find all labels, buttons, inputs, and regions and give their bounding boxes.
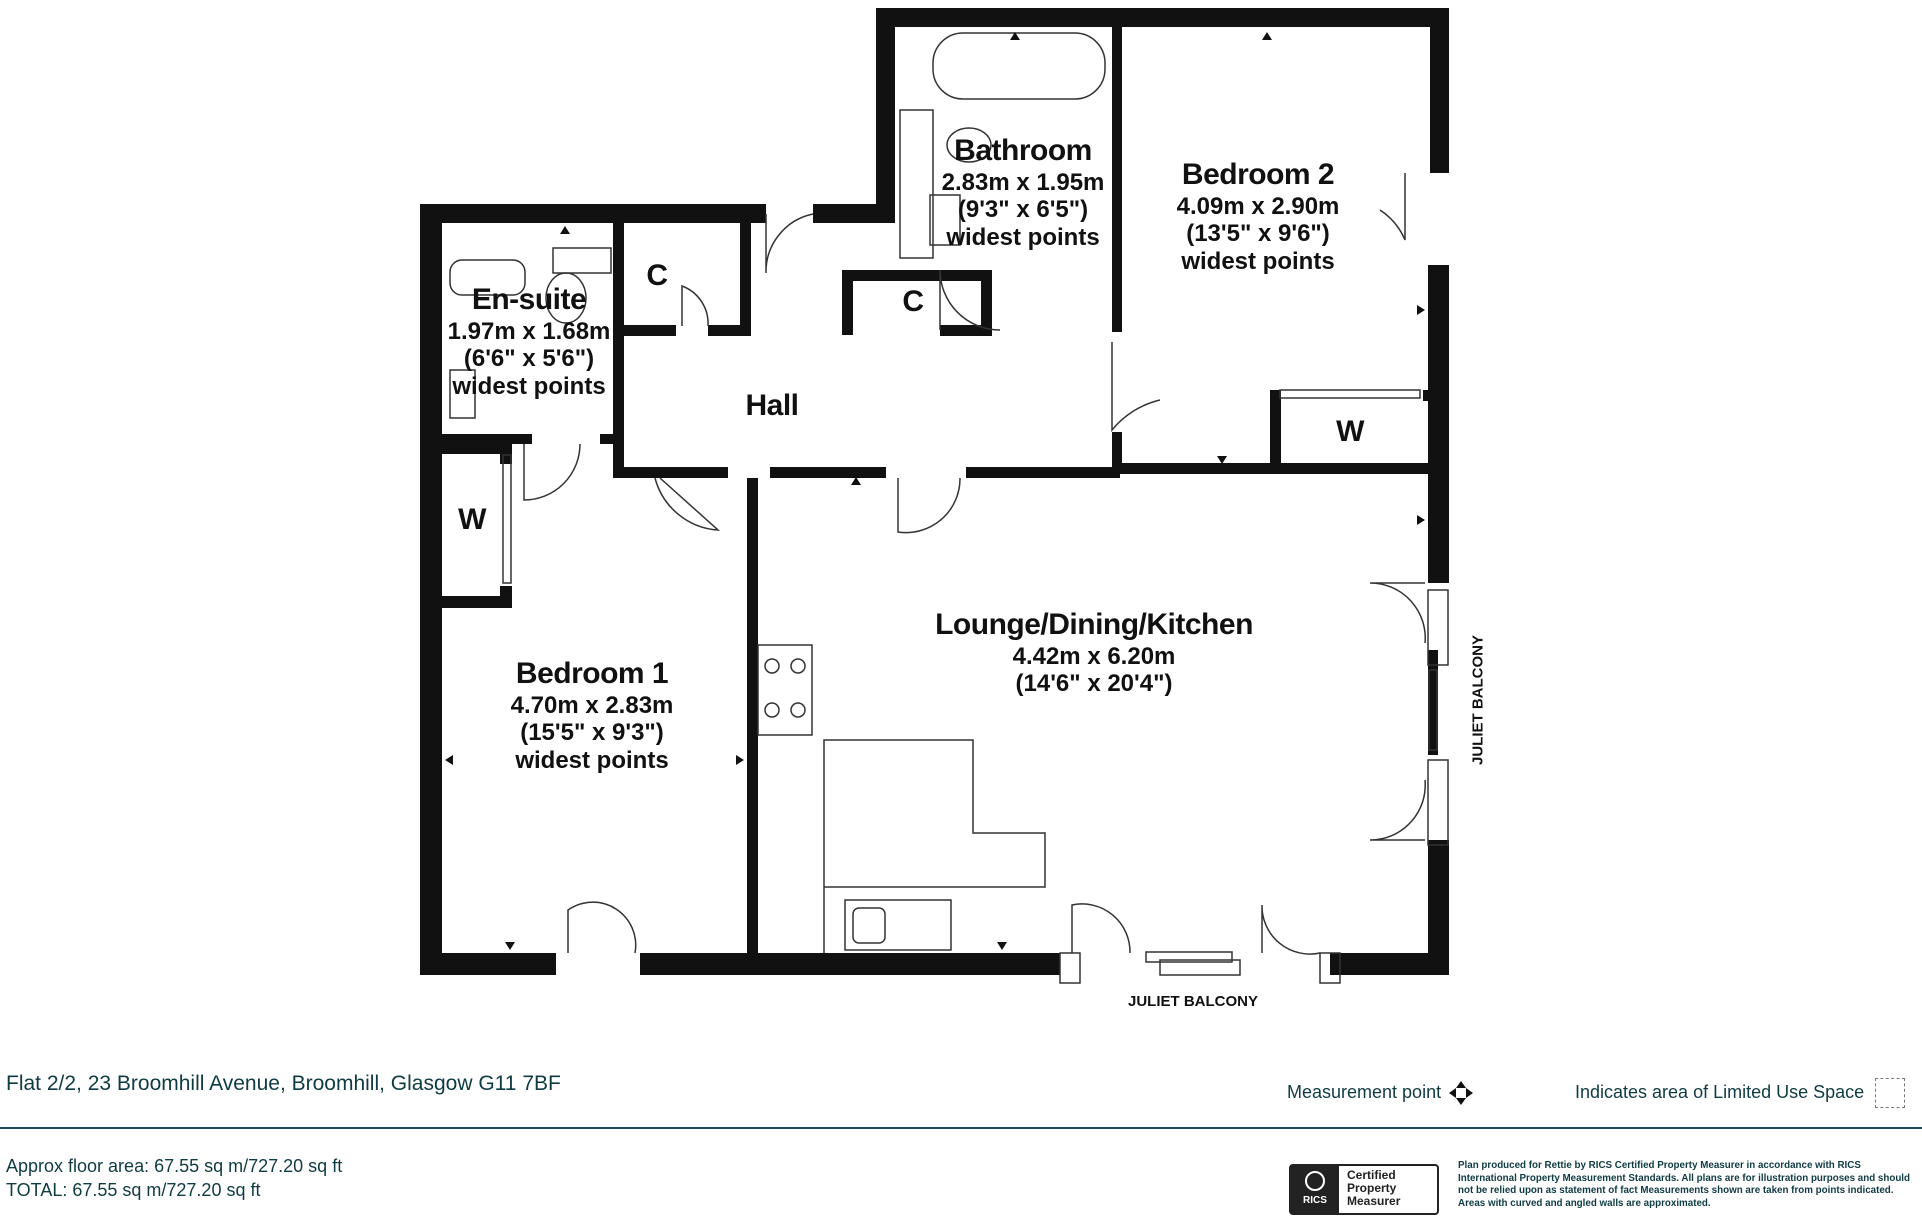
measurement-point-icon (1449, 1081, 1474, 1105)
lounge-imperial: (14'6" x 20'4") (1015, 670, 1173, 698)
juliet-balconies (1145, 669, 1438, 963)
walls (420, 8, 1449, 975)
bathroom-note: widest points (946, 223, 1100, 251)
rics-logo-icon: RICS (1291, 1166, 1339, 1213)
sink-icon (844, 899, 952, 951)
door-swing-icon (765, 213, 814, 274)
ensuite-note: widest points (452, 372, 606, 400)
basin-icon (929, 194, 961, 246)
lounge-label: Lounge/Dining/Kitchen 4.42m x 6.20m (14'… (935, 608, 1253, 698)
bathroom-label: Bathroom 2.83m x 1.95m (9'3" x 6'5") wid… (942, 134, 1105, 251)
disclaimer-text: Plan produced for Rettie by RICS Certifi… (1458, 1160, 1911, 1209)
bedroom2-label: Bedroom 2 4.09m x 2.90m (13'5" x 9'6") w… (1177, 158, 1340, 275)
cupboard1-label: C (646, 259, 668, 292)
bedroom1-imperial: (15'5" x 9'3") (520, 719, 664, 747)
bath-icon (932, 32, 1106, 100)
measurement-point-label: Measurement point (1287, 1081, 1442, 1102)
bedroom1-name: Bedroom 1 (515, 657, 669, 690)
ensuite-imperial: (6'6" x 5'6") (463, 345, 595, 373)
limited-use-legend: Indicates area of Limited Use Space (1575, 1078, 1906, 1108)
hall-label: Hall (745, 389, 799, 422)
limited-use-space-icon (1875, 1078, 1906, 1108)
fixtures (449, 32, 1421, 953)
rics-logo-text: RICS (1303, 1195, 1327, 1206)
juliet-balcony-south: JULIET BALCONY (1127, 993, 1259, 1010)
wardrobe2-label: W (1336, 415, 1364, 448)
bedroom2-name: Bedroom 2 (1181, 158, 1335, 191)
bathroom-name: Bathroom (954, 134, 1092, 167)
approx-floor-area: Approx floor area: 67.55 sq m/727.20 sq … (6, 1156, 343, 1176)
property-address: Flat 2/2, 23 Broomhill Avenue, Broomhill… (6, 1072, 561, 1095)
bedroom1-dims: 4.70m x 2.83m (510, 691, 674, 719)
ensuite-name: En-suite (471, 283, 587, 316)
bedroom1-note: widest points (515, 746, 669, 774)
lounge-name: Lounge/Dining/Kitchen (935, 608, 1253, 641)
rics-line-3: Measurer (1347, 1194, 1401, 1209)
limited-use-label: Indicates area of Limited Use Space (1575, 1081, 1865, 1102)
rics-emblem (1305, 1171, 1325, 1191)
ensuite-dims: 1.97m x 1.68m (447, 317, 611, 345)
toilet-icon (946, 127, 992, 163)
rics-badge-text: Certified Property Measurer (1347, 1168, 1401, 1209)
bedroom2-imperial: (13'5" x 9'6") (1186, 220, 1330, 248)
bedroom1-label: Bedroom 1 4.70m x 2.83m (15'5" x 9'3") w… (511, 657, 674, 774)
bathroom-imperial: (9'3" x 6'5") (957, 196, 1089, 224)
total-floor-area: TOTAL: 67.55 sq m/727.20 sq ft (6, 1180, 261, 1200)
footer-divider (0, 1127, 1922, 1129)
bedroom2-dims: 4.09m x 2.90m (1176, 192, 1340, 220)
rics-line-2: Property (1347, 1181, 1397, 1196)
measurement-arrows (445, 32, 1425, 950)
wardrobe1-label: W (458, 503, 486, 536)
cupboard2-label: C (902, 285, 924, 318)
lounge-dims: 4.42m x 6.20m (1012, 642, 1176, 670)
bedroom2-note: widest points (1181, 247, 1335, 275)
rics-line-1: Certified (1347, 1168, 1396, 1182)
juliet-balcony-east: JULIET BALCONY (1469, 634, 1487, 766)
rics-badge: RICS Certified Property Measurer (1289, 1164, 1439, 1215)
doors (523, 173, 1449, 984)
measurement-point-legend: Measurement point (1287, 1078, 1476, 1108)
hob-icon (757, 644, 813, 736)
bathroom-dims: 2.83m x 1.95m (941, 168, 1105, 196)
ensuite-label: En-suite 1.97m x 1.68m (6'6" x 5'6") wid… (448, 283, 611, 400)
